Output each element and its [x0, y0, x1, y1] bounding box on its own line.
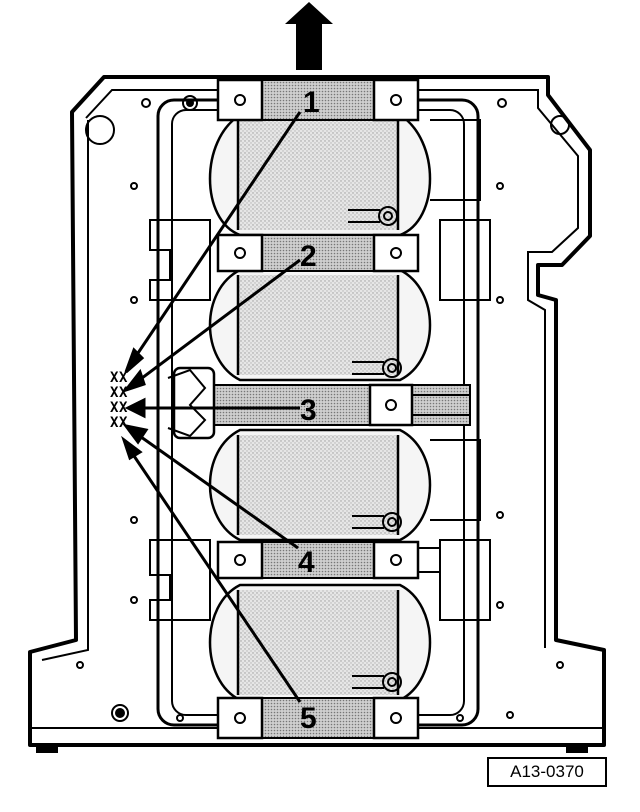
block-outline [28, 75, 606, 747]
bearing-cap-2 [216, 233, 420, 273]
cylinder-bores [208, 113, 432, 702]
svg-text:X: X [110, 385, 119, 401]
bearing-cap-3 [167, 366, 471, 440]
callout-2: 2 [300, 240, 317, 273]
callout-labels: 1 2 3 4 5 [298, 86, 320, 735]
figure-reference-code: A13-0370 [487, 757, 607, 787]
bearing-caps [167, 78, 471, 740]
up-arrow-icon [285, 2, 333, 70]
svg-text:X: X [119, 400, 128, 416]
svg-text:X: X [110, 400, 119, 416]
svg-text:X: X [119, 415, 128, 431]
block-detail-holes [76, 95, 570, 722]
svg-text:X: X [110, 415, 119, 431]
callout-3: 3 [300, 394, 317, 427]
callout-4: 4 [298, 546, 315, 579]
bearing-cap-5 [216, 696, 420, 740]
callout-5: 5 [300, 702, 317, 735]
svg-text:X: X [119, 385, 128, 401]
callout-1: 1 [303, 86, 320, 119]
marking-x-column: X X X X X X X X [110, 370, 128, 431]
svg-text:X: X [110, 370, 119, 386]
bearing-cap-4 [216, 540, 441, 580]
bearing-cap-1 [216, 78, 420, 122]
svg-text:X: X [119, 370, 128, 386]
leader-arrows [121, 111, 302, 703]
